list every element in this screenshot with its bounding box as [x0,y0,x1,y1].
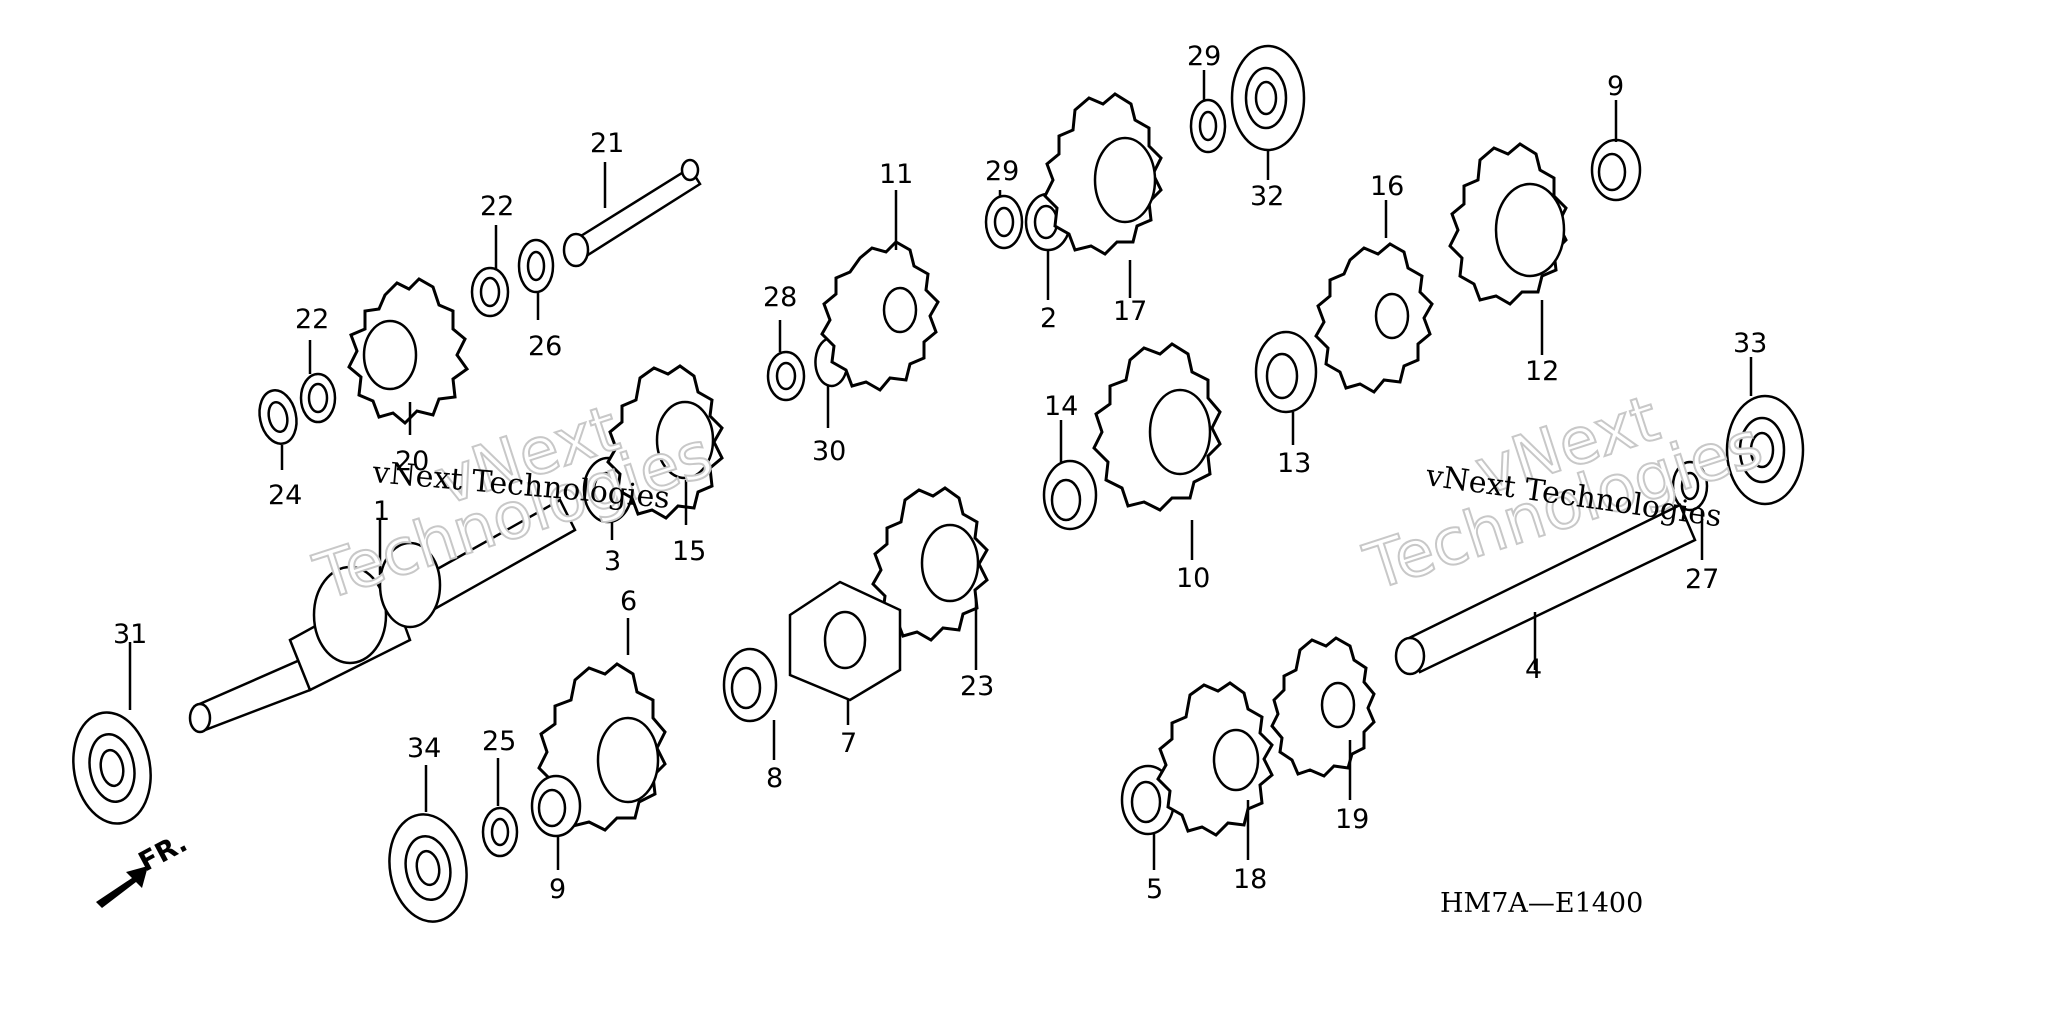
part-12-gear [1448,142,1568,306]
label-part-9-bottom: 9 [549,874,566,905]
part-29-washer-mid [984,194,1024,250]
label-part-6: 6 [620,586,637,617]
part-27-washer [1671,460,1709,512]
part-31-bearing [72,711,152,825]
part-33-bearing [1725,394,1805,506]
label-part-12: 12 [1525,356,1559,387]
diagram-code: HM7A—E1400 [1440,888,1643,919]
label-part-15: 15 [672,536,706,567]
label-part-34: 34 [407,733,441,764]
front-arrow: FR. [96,827,192,908]
part-17-gear [1043,92,1163,256]
part-30-circlip [814,336,848,388]
part-10-gear [1092,342,1222,512]
part-4-countershaft [1394,503,1697,676]
label-part-1: 1 [373,496,390,527]
label-part-19: 19 [1335,804,1369,835]
part-23-gear [871,486,989,642]
part-32-bearing [1230,44,1306,152]
label-part-9-top: 9 [1607,71,1624,102]
part-14-needle-bearing [1042,459,1098,531]
part-11-gear [820,240,940,392]
part-21-shaft [562,158,702,268]
part-29-washer-top [1189,98,1227,154]
part-8-needle-bearing [722,647,778,723]
label-part-5: 5 [1146,874,1163,905]
label-part-10: 10 [1176,563,1210,594]
part-13-bushing [1254,330,1318,414]
part-28-washer [766,350,806,402]
label-part-4: 4 [1525,654,1542,685]
label-part-23: 23 [960,671,994,702]
part-25-washer [481,806,519,858]
label-part-28: 28 [763,282,797,313]
part-9-needle-bearing-bottom [530,774,582,838]
leader-lines [128,70,1753,870]
part-24-washer [258,389,298,445]
part-15-gear [606,364,724,520]
part-1-mainshaft [188,498,577,734]
part-22-collar-left [299,372,337,424]
label-part-27: 27 [1685,564,1719,595]
part-19-gear [1270,636,1376,778]
part-26-washer [517,238,555,294]
label-part-24: 24 [268,480,302,511]
label-part-14: 14 [1044,391,1078,422]
label-part-25: 25 [482,726,516,757]
label-part-13: 13 [1277,448,1311,479]
label-part-2: 2 [1040,303,1057,334]
label-part-30: 30 [812,436,846,467]
part-7-shifter [788,580,902,702]
label-part-33: 33 [1733,328,1767,359]
callout-numbers: 24 22 20 22 26 21 31 1 3 15 28 30 11 29 … [113,41,1767,905]
part-34-bearing [388,813,468,923]
label-part-16: 16 [1370,171,1404,202]
part-18-gear [1156,681,1274,837]
label-part-26: 26 [528,331,562,362]
label-part-17: 17 [1113,296,1147,327]
part-20-gear [347,277,470,426]
part-16-gear [1314,242,1434,394]
label-part-21: 21 [590,128,624,159]
label-part-8: 8 [766,763,783,794]
label-part-7: 7 [840,728,857,759]
label-part-22-left: 22 [295,304,329,335]
label-part-3: 3 [604,546,621,577]
label-part-29-top: 29 [1187,41,1221,72]
label-part-18: 18 [1233,864,1267,895]
label-part-20: 20 [395,446,429,477]
label-part-29-mid: 29 [985,156,1019,187]
part-22-collar-upper [470,266,510,318]
label-part-11: 11 [879,159,913,190]
label-part-32: 32 [1250,181,1284,212]
label-part-22-upper: 22 [480,191,514,222]
part-9-needle-bearing-top [1590,138,1642,202]
label-part-31: 31 [113,619,147,650]
